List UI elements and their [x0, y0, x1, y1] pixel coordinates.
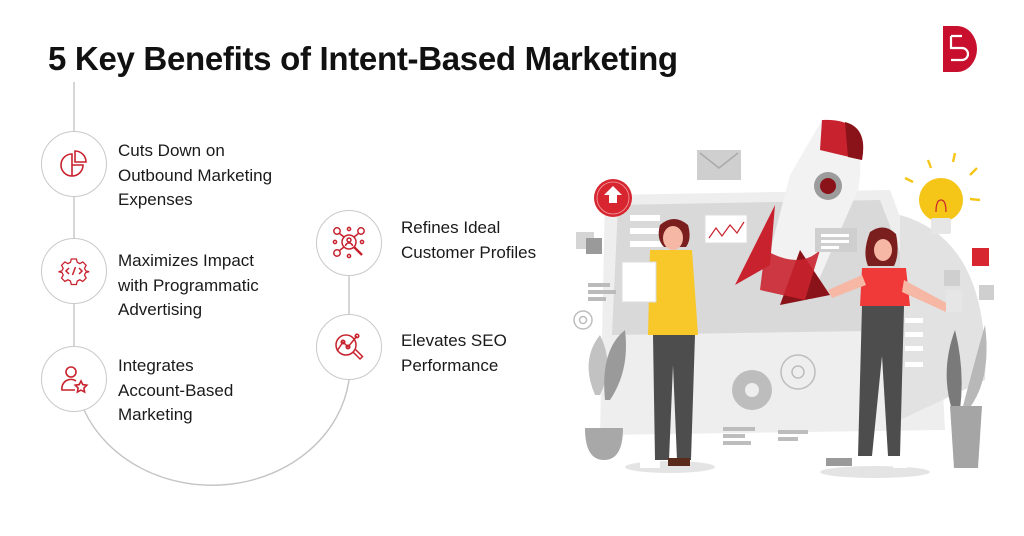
woman-figure: [826, 227, 962, 468]
envelope-icon: [697, 150, 741, 180]
benefit-node-1: [41, 131, 107, 197]
pie-chart-icon: [60, 150, 87, 177]
user-star-icon: [61, 366, 89, 394]
lightbulb-icon: [904, 152, 981, 234]
benefit-label-5: Elevates SEO Performance: [401, 331, 507, 375]
benefit-label-2: Maximizes Impact with Programmatic Adver…: [118, 251, 259, 319]
seo-analytics-icon: [335, 333, 364, 361]
benefit-node-4: [316, 210, 382, 276]
network-search-icon: [332, 226, 365, 259]
rocket-icon: [735, 119, 864, 305]
benefit-label-1: Cuts Down on Outbound Marketing Expenses: [118, 141, 273, 209]
benefit-label-4: Refines Ideal Customer Profiles: [401, 218, 537, 262]
code-gear-icon: [58, 258, 90, 286]
man-figure: [621, 219, 698, 468]
benefit-node-2: [41, 238, 107, 304]
plant-right: [946, 325, 987, 468]
plant-left: [585, 330, 626, 460]
benefit-node-3: [41, 346, 107, 412]
benefit-node-5: [316, 314, 382, 380]
marketing-illustration: [573, 119, 994, 478]
brand-logo-icon: [943, 26, 977, 72]
page-title: 5 Key Benefits of Intent-Based Marketing: [48, 40, 678, 77]
benefit-label-3: Integrates Account-Based Marketing: [118, 356, 234, 424]
line-chart-card: [704, 214, 748, 244]
gear-icon: [573, 310, 816, 390]
up-arrow-badge-icon: [594, 179, 632, 217]
